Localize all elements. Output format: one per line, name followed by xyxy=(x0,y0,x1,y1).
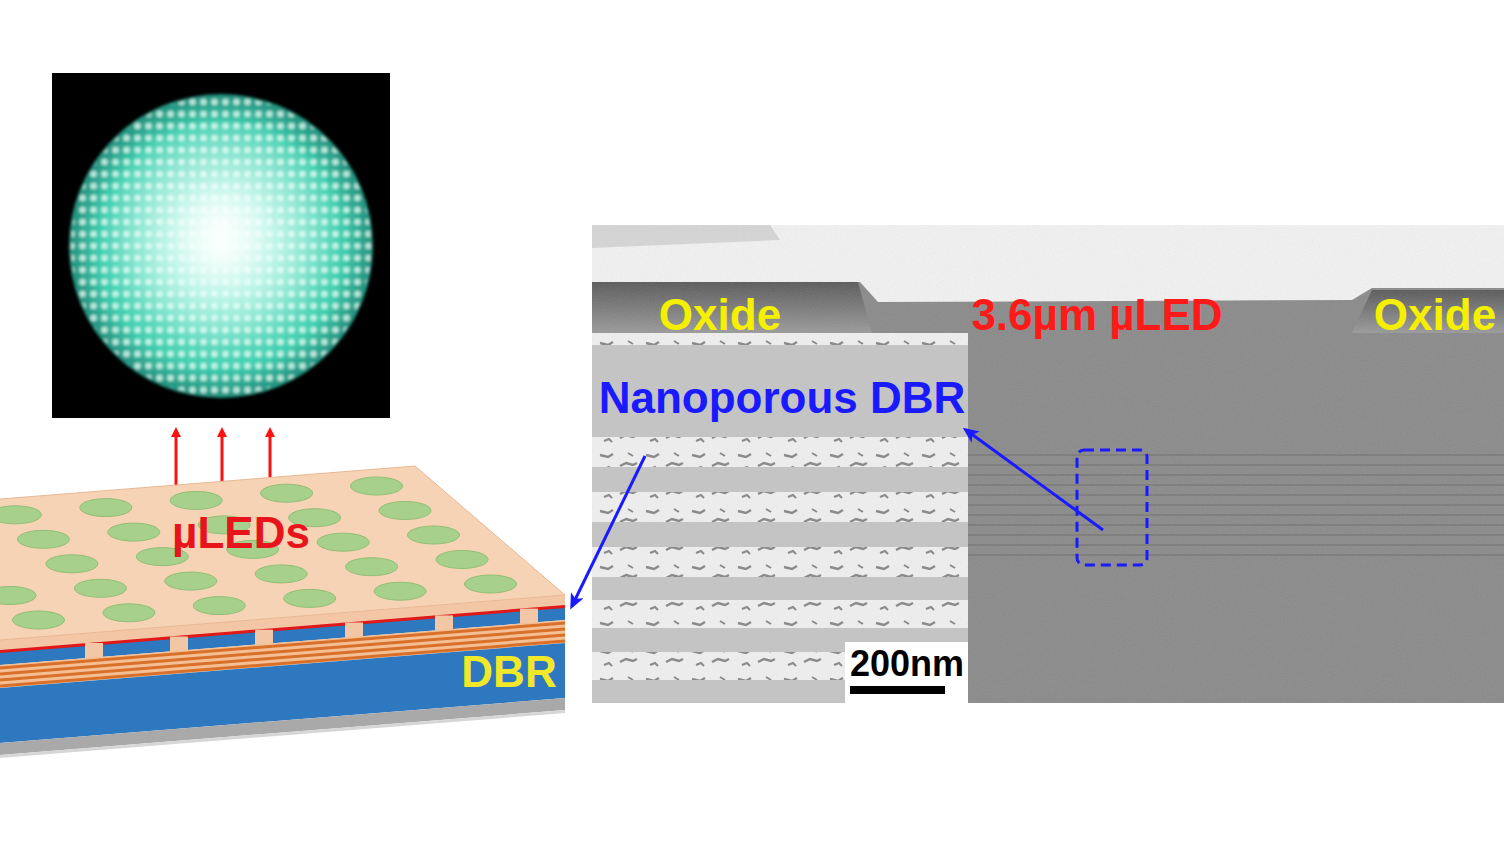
leader-arrows xyxy=(572,430,1103,606)
device-size-label: 3.6µm µLED xyxy=(971,291,1222,339)
sem-image xyxy=(592,225,1504,703)
layer-label: DBR xyxy=(461,648,556,696)
region-label: Oxide xyxy=(659,291,781,339)
scale-label: 200nm xyxy=(850,644,964,684)
zoom-box xyxy=(1077,450,1147,565)
emission-photo xyxy=(52,73,390,418)
inset-label: Nanoporous DBR xyxy=(599,374,966,422)
device-schematic xyxy=(0,466,565,758)
region-label: Oxide xyxy=(1374,291,1496,339)
scale-bar xyxy=(850,686,945,694)
device-label: µLEDs xyxy=(172,509,310,557)
